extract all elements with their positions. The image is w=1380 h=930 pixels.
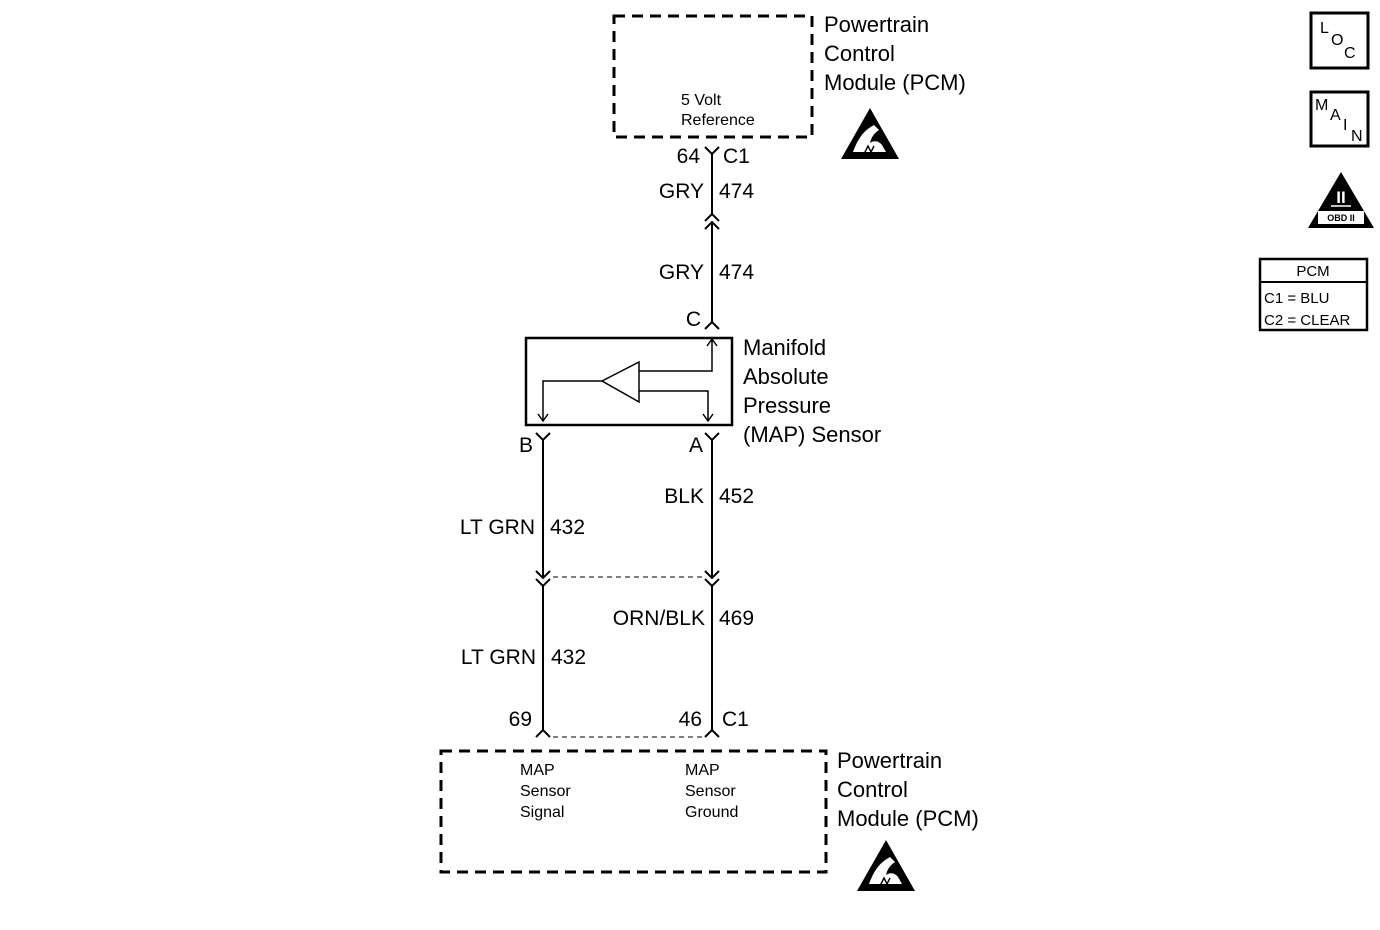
map-terminal-a: A (689, 434, 703, 457)
main-icon-letter-m: M (1315, 97, 1328, 114)
main-icon[interactable]: M A I N (1309, 90, 1370, 148)
wire-474-lower-circuit: 474 (719, 261, 754, 284)
pcm-bottom-connector-c1: C1 (722, 708, 749, 731)
pcm-top-circuit-label-line-1: 5 Volt (681, 92, 722, 109)
pcm-table-row-c1: C1 = BLU (1264, 290, 1329, 307)
wire-474 (704, 146, 720, 330)
pcm-bottom-pin-69: 69 (509, 708, 532, 731)
amplifier-icon (600, 360, 640, 404)
wire-469-circuit: 469 (719, 607, 754, 630)
signal-label-line-3: Signal (520, 804, 564, 821)
pcm-top-circuit-label-line-2: Reference (681, 112, 755, 129)
main-icon-letter-i: I (1343, 117, 1347, 134)
wire-432-lower-color: LT GRN (461, 646, 536, 669)
wire-432-upper-circuit: 432 (550, 516, 585, 539)
map-terminal-c: C (686, 308, 701, 331)
pcm-top-connector-c1: C1 (723, 145, 750, 168)
wire-469-color: ORN/BLK (613, 607, 705, 630)
pcm-top-title-line-3: Module (PCM) (824, 70, 966, 95)
pcm-top-title-line-1: Powertrain (824, 12, 929, 37)
pcm-top-pin-64: 64 (677, 145, 701, 168)
obd-ii-icon[interactable]: II OBD II (1308, 172, 1374, 228)
map-terminal-b: B (519, 434, 533, 457)
main-icon-letter-a: A (1330, 107, 1341, 124)
map-sensor-title-line-4: (MAP) Sensor (743, 422, 881, 447)
loc-icon[interactable]: L O C (1309, 11, 1370, 70)
pcm-table-title: PCM (1296, 263, 1329, 280)
pcm-bottom-title-line-2: Control (837, 777, 908, 802)
pcm-bottom-pin-46: 46 (679, 708, 702, 731)
pcm-top-module: Powertrain Control Module (PCM) 5 Volt R… (612, 12, 966, 160)
wire-452-469 (704, 432, 720, 738)
pcm-bottom-title-line-3: Module (PCM) (837, 806, 979, 831)
signal-label-line-2: Sensor (520, 783, 571, 800)
signal-label-line-1: MAP (520, 762, 555, 779)
wire-474-upper-color: GRY (659, 180, 704, 203)
wire-432-lower-circuit: 432 (551, 646, 586, 669)
pcm-top-title-line-2: Control (824, 41, 895, 66)
pcm-top-box (612, 14, 814, 139)
wire-432 (535, 432, 551, 738)
wire-452-color: BLK (664, 485, 704, 508)
wire-474-upper-circuit: 474 (719, 180, 754, 203)
ground-label-line-1: MAP (685, 762, 720, 779)
wire-474-lower-color: GRY (659, 261, 704, 284)
pcm-bottom-box (439, 749, 828, 874)
map-sensor-title-line-3: Pressure (743, 393, 831, 418)
esd-warning-icon (840, 107, 900, 160)
obd-ii-roman: II (1336, 188, 1345, 207)
wire-432-upper-color: LT GRN (460, 516, 535, 539)
pcm-bottom-title-line-1: Powertrain (837, 748, 942, 773)
map-sensor-title-line-2: Absolute (743, 364, 829, 389)
loc-icon-letter-l: L (1320, 20, 1329, 37)
inline-connector-upper-chevron (704, 212, 720, 222)
loc-icon-letter-o: O (1331, 32, 1343, 49)
connector-fork-c (704, 320, 720, 330)
map-sensor-title-line-1: Manifold (743, 335, 826, 360)
pcm-table-row-c2: C2 = CLEAR (1264, 312, 1350, 329)
esd-warning-icon (856, 839, 916, 892)
obd-ii-text: OBD II (1327, 213, 1355, 223)
map-sensor: Manifold Absolute Pressure (MAP) Sensor (524, 335, 881, 447)
wire-452-circuit: 452 (719, 485, 754, 508)
ground-label-line-3: Ground (685, 804, 738, 821)
main-icon-letter-n: N (1351, 128, 1363, 145)
ground-label-line-2: Sensor (685, 783, 736, 800)
map-sensor-box (524, 336, 734, 427)
pcm-bottom-module: MAP Sensor Signal MAP Sensor Ground Powe… (439, 748, 979, 892)
loc-icon-letter-c: C (1344, 45, 1356, 62)
connector-fork-64 (704, 146, 720, 156)
pcm-connector-table: PCM C1 = BLU C2 = CLEAR (1258, 257, 1369, 332)
